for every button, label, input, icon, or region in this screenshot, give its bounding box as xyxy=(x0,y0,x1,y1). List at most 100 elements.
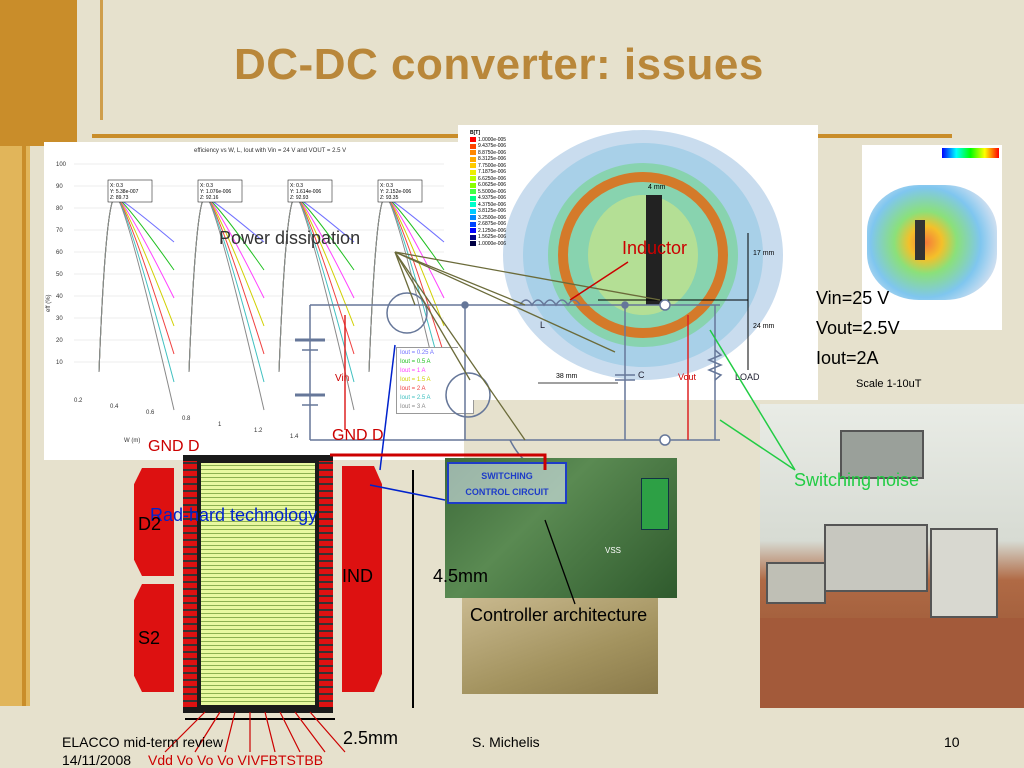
field-legend-row: 4.3750e-006 xyxy=(470,202,518,209)
chart-curve xyxy=(98,196,175,373)
chart-title: efficiency vs W, L, Iout with Vin = 24 V… xyxy=(194,148,346,154)
field-legend-row: 4.9375e-006 xyxy=(470,195,518,202)
field-legend-row: 7.1875e-006 xyxy=(470,169,518,176)
field-legend-swatch xyxy=(470,241,476,247)
field-simulation-small xyxy=(862,145,1002,330)
chart-ytick: 90 xyxy=(56,184,63,190)
chip-pad-strip-right xyxy=(319,461,333,707)
field-legend-value: 3.8125e-006 xyxy=(478,208,507,214)
field-legend-value: 6.0625e-006 xyxy=(478,182,507,188)
dim-4mm: 4 mm xyxy=(648,184,666,191)
field-legend-swatch xyxy=(470,202,476,208)
chart-datatip-text: X: 0.3 xyxy=(200,183,213,189)
chart-curve xyxy=(98,196,175,373)
control-circuit-label: CONTROL CIRCUIT xyxy=(465,487,549,497)
field-legend-value: 1.5625e-006 xyxy=(478,234,507,240)
field-legend-swatch xyxy=(470,169,476,175)
chart-ytick: 20 xyxy=(56,338,63,344)
dim-line-horizontal xyxy=(185,718,335,720)
switching-control-box: SWITCHING CONTROL CIRCUIT xyxy=(447,462,567,504)
vout-circuit-label: Vout xyxy=(678,372,697,382)
chart-ytick: 70 xyxy=(56,228,63,234)
chart-ylabel: eff (%) xyxy=(46,294,52,312)
accent-bar-top-left xyxy=(0,0,77,146)
field-legend-swatch xyxy=(470,182,476,188)
field-legend-swatch xyxy=(470,143,476,149)
chart-datatip-text: Y: 1.614e-006 xyxy=(290,189,321,195)
color-scale xyxy=(942,148,999,158)
rad-hard-label: Rad-hard technology xyxy=(150,505,318,525)
field-legend-row: 8.8750e-006 xyxy=(470,150,518,157)
chart-ytick: 40 xyxy=(56,294,63,300)
footer-author: S. Michelis xyxy=(472,734,540,750)
chart-curve xyxy=(98,196,175,373)
pad-s2 xyxy=(134,584,174,692)
field-legend-value: 1.0000e-006 xyxy=(478,240,507,247)
chart-curve xyxy=(188,196,265,373)
iout-spec: Iout=2A xyxy=(816,348,879,368)
chart-curve xyxy=(98,196,175,373)
chart-curve xyxy=(98,196,175,383)
field-legend-value: 9.4375e-006 xyxy=(478,143,507,149)
slide-number: 10 xyxy=(944,734,960,750)
vss-label: VSS xyxy=(605,546,622,555)
field-legend-value: 2.6875e-006 xyxy=(478,221,507,227)
chart-curve xyxy=(98,196,175,373)
field-core xyxy=(915,220,925,260)
instrument-top xyxy=(840,430,924,479)
accent-line-vertical xyxy=(100,0,103,120)
chart-datatip-text: Y: 1.076e-006 xyxy=(200,189,231,195)
field-legend-swatch xyxy=(470,215,476,221)
capacitor-C-label: C xyxy=(638,370,645,380)
pin-labels: Vdd Vo Vo Vo VIVFBTSTBB xyxy=(148,752,324,768)
chart-ytick: 60 xyxy=(56,250,63,256)
chart-xtick: 0.8 xyxy=(182,416,191,422)
switching-label: SWITCHING xyxy=(481,471,533,481)
chart-datatip-text: Z: 93.35 xyxy=(380,195,399,201)
controller-arch-label: Controller architecture xyxy=(470,605,648,625)
field-legend-swatch xyxy=(470,221,476,227)
field-legend-row: 2.1250e-006 xyxy=(470,228,518,235)
field-legend-row: 8.3125e-006 xyxy=(470,156,518,163)
field-legend-row: 6.6250e-006 xyxy=(470,176,518,183)
s2-label: S2 xyxy=(138,628,161,648)
dim-38mm: 38 mm xyxy=(556,373,578,380)
inductor-label: Inductor xyxy=(622,238,688,258)
field-legend-header: B[T] xyxy=(470,130,480,136)
chart-xtick: 1.2 xyxy=(254,428,263,434)
field-legend-value: 1.0000e-005 xyxy=(478,136,507,143)
chart-ytick: 80 xyxy=(56,206,63,212)
dim-line-vertical xyxy=(412,470,414,708)
field-legend-row: 3.8125e-006 xyxy=(470,208,518,215)
chart-ytick: 30 xyxy=(56,316,63,322)
pad-ind xyxy=(342,466,382,692)
scale-label: Scale 1-10uT xyxy=(856,378,922,390)
field-legend-swatch xyxy=(470,208,476,214)
chart-xtick: 1 xyxy=(218,422,222,428)
field-legend-row: 1.0000e-005 xyxy=(470,137,518,144)
chart-xtick: 0.6 xyxy=(146,410,155,416)
chart-datatip-text: Y: 5.38e-007 xyxy=(110,189,139,195)
field-legend-swatch xyxy=(470,189,476,195)
vin-circuit-label: Vin xyxy=(335,373,349,384)
footer-date: 14/11/2008 xyxy=(62,752,132,768)
chart-curve xyxy=(98,196,175,411)
field-legend-row: 3.2500e-006 xyxy=(470,215,518,222)
slide-title: DC-DC converter: issues xyxy=(234,40,764,89)
dim-4-5mm-label: 4.5mm xyxy=(433,566,489,586)
inductor-L-label: L xyxy=(540,320,545,330)
chart-datatip-text: X: 0.3 xyxy=(290,183,303,189)
field-legend-swatch xyxy=(470,150,476,156)
switching-noise-label: Switching noise xyxy=(794,470,920,490)
field-legend-value: 5.5000e-006 xyxy=(478,188,507,195)
accent-bar-left xyxy=(0,146,30,706)
field-legend-swatch xyxy=(470,234,476,240)
vout-spec: Vout=2.5V xyxy=(816,318,900,338)
gnd-d-right-label: GND D xyxy=(332,427,384,444)
field-legend-swatch xyxy=(470,137,476,143)
field-legend-swatch xyxy=(470,176,476,182)
chip-core xyxy=(201,463,315,705)
chart-datatip-text: Z: 92.93 xyxy=(290,195,309,201)
chart-datatip-text: Z: 89.73 xyxy=(110,195,129,201)
chart-xlabel: W (m) xyxy=(124,438,140,444)
